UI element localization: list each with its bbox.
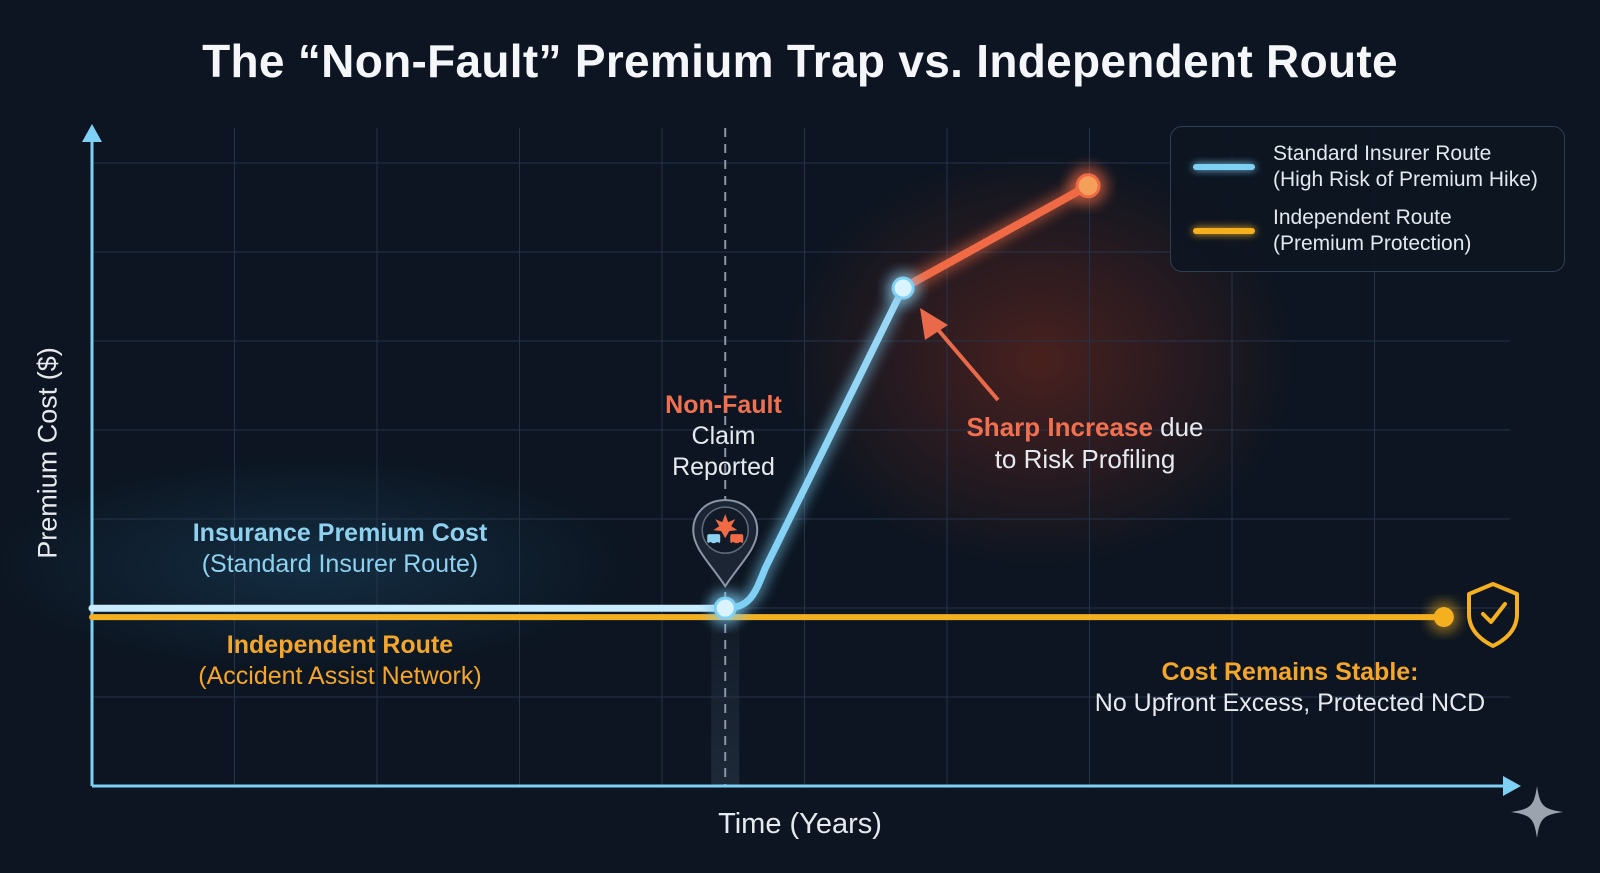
legend-item-independent: Independent Route (Premium Protection) [1193, 205, 1471, 257]
y-axis-label: Premium Cost ($) [32, 347, 63, 559]
claim-label: Claim [691, 422, 756, 450]
claim-point [713, 596, 737, 620]
x-axis-arrow [1503, 776, 1521, 796]
sharp-increase-label: Sharp Increase [966, 412, 1153, 442]
legend-label-standard: Standard Insurer Route [1273, 142, 1492, 165]
legend-item-standard: Standard Insurer Route (High Risk of Pre… [1193, 141, 1538, 193]
cost-stable-annotation: Cost Remains Stable: No Upfront Excess, … [1090, 657, 1490, 719]
shield-check-icon [1467, 582, 1519, 648]
cost-stable-label: Cost Remains Stable: [1161, 658, 1419, 686]
independent-route-sublabel: (Accident Assist Network) [198, 662, 482, 690]
standard-route-hike-line [899, 181, 1093, 293]
peak-point [1075, 173, 1101, 199]
insurance-premium-label: Insurance Premium Cost [192, 519, 488, 547]
hike-point [891, 276, 915, 300]
sharp-increase-due: due [1152, 412, 1204, 442]
car-collision-icon [692, 499, 759, 588]
non-fault-annotation: Non-Fault Claim Reported [625, 390, 822, 483]
series-layer [84, 165, 1460, 634]
chart-title: The “Non-Fault” Premium Trap vs. Indepen… [202, 35, 1398, 87]
independent-route-end-point [1433, 607, 1454, 628]
reported-label: Reported [672, 453, 775, 481]
cost-stable-sublabel: No Upfront Excess, Protected NCD [1094, 689, 1486, 717]
insurance-premium-annotation: Insurance Premium Cost (Standard Insurer… [140, 518, 540, 580]
hike-arrow [920, 308, 1000, 402]
x-axis-label: Time (Years) [718, 808, 882, 840]
sparkle-icon [1511, 786, 1563, 838]
legend-sublabel-standard: (High Risk of Premium Hike) [1273, 168, 1538, 191]
independent-route-annotation: Independent Route (Accident Assist Netwo… [140, 630, 540, 692]
independent-route-label: Independent Route [226, 631, 454, 659]
axes [82, 124, 1521, 796]
y-axis-arrow [82, 124, 102, 142]
legend-swatch-independent [1193, 228, 1255, 234]
non-fault-label: Non-Fault [665, 391, 782, 419]
legend: Standard Insurer Route (High Risk of Pre… [1170, 126, 1565, 272]
legend-swatch-standard [1193, 164, 1255, 170]
legend-label-independent: Independent Route [1273, 206, 1452, 229]
legend-sublabel-independent: (Premium Protection) [1273, 232, 1472, 255]
insurance-premium-sublabel: (Standard Insurer Route) [201, 550, 479, 578]
sharp-increase-annotation: Sharp Increase due to Risk Profiling [930, 411, 1240, 475]
risk-profiling-label: to Risk Profiling [994, 444, 1176, 474]
